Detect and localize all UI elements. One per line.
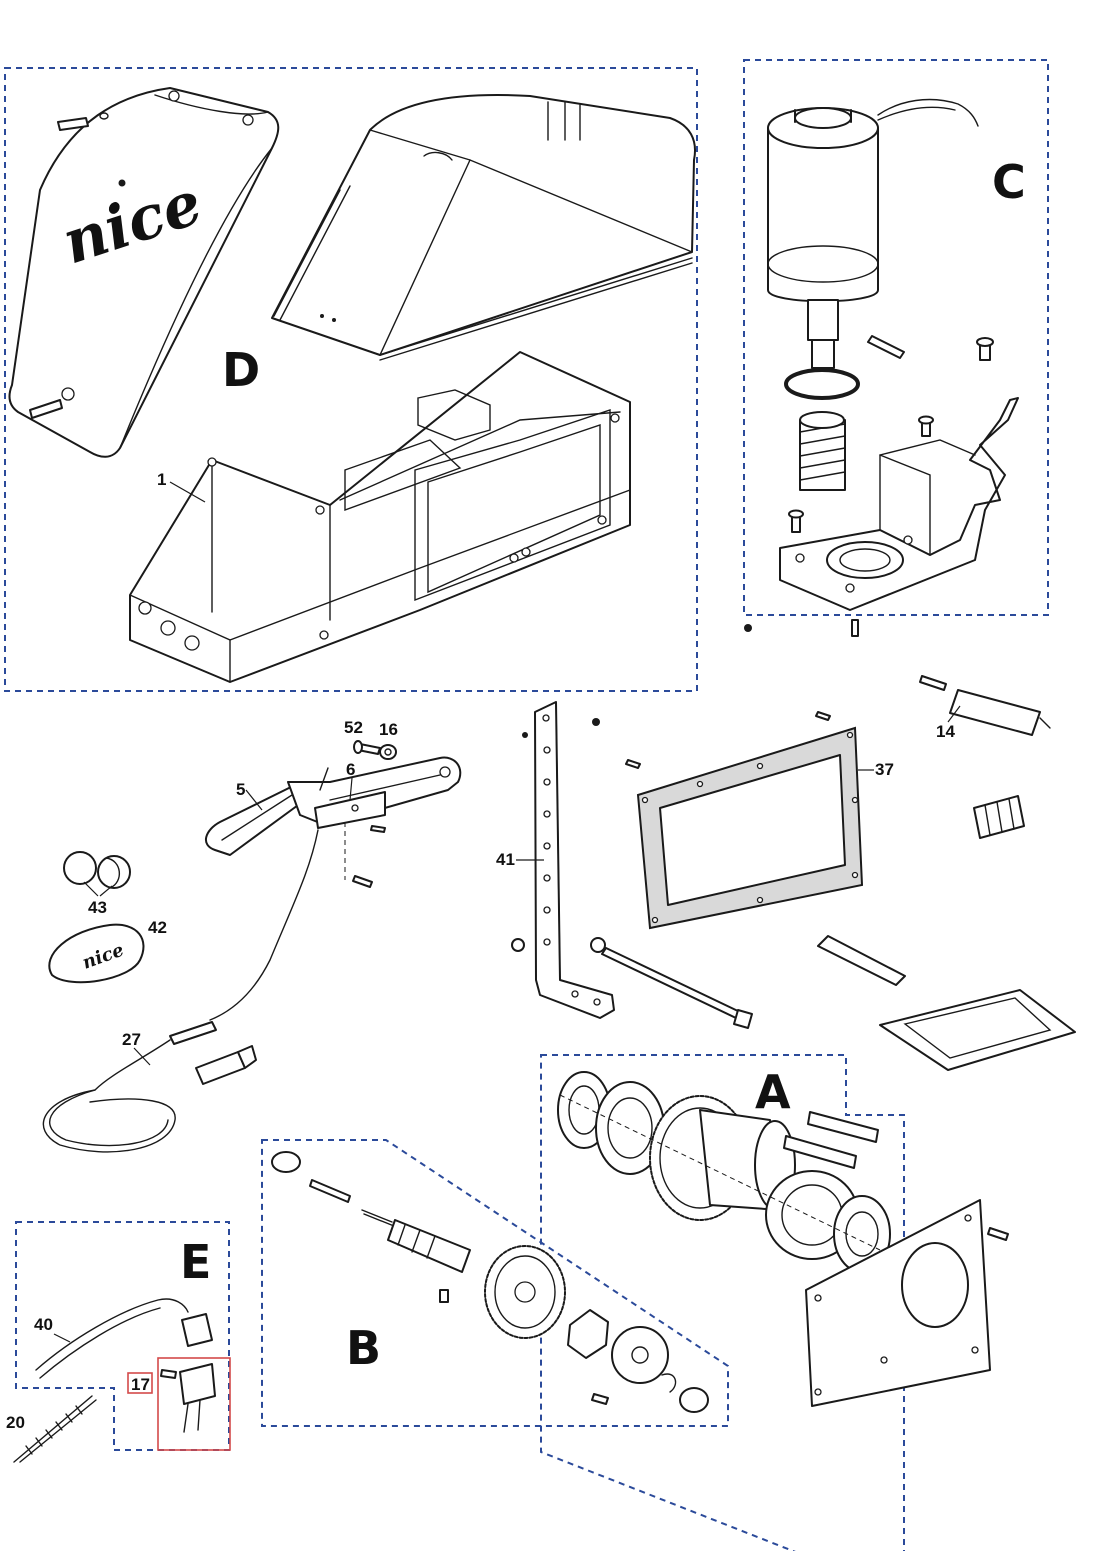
part-number-16: 16: [379, 720, 398, 739]
group-letter-a: A: [755, 1065, 791, 1119]
key-tag-42-part: nice: [48, 923, 145, 984]
base-housing-part: [129, 351, 631, 683]
l-bracket-41-part: [534, 701, 615, 1019]
screw-c1: [976, 337, 994, 361]
terminal-block-part: [973, 795, 1025, 839]
leader-5: [245, 789, 263, 811]
screw-loose-1: [851, 619, 859, 637]
side-cover-part: nice: [8, 87, 280, 458]
top-housing-part: [271, 94, 696, 361]
part-number-27: 27: [122, 1030, 141, 1049]
group-letter-e: E: [180, 1235, 211, 1289]
group-d-outline: [4, 67, 698, 692]
part-number-20: 20: [6, 1413, 25, 1432]
leader-14: [947, 705, 961, 723]
screw-gasket-top: [815, 711, 831, 721]
group-letter-d: D: [222, 343, 260, 397]
screw-bolt-top: [625, 759, 641, 769]
group-letter-c: C: [992, 155, 1026, 209]
long-bolt-part: [590, 937, 753, 1029]
group-letter-b: B: [346, 1321, 381, 1375]
part-number-43: 43: [88, 898, 107, 917]
screw-c3: [788, 509, 804, 533]
screw-lever-1: [370, 825, 386, 833]
gear-assembly-a-part: [557, 1071, 891, 1273]
leader-6: [349, 777, 353, 801]
gasket-37-part: [636, 726, 864, 930]
part-number-17: 17: [131, 1375, 150, 1394]
group-b-outline: [261, 1139, 729, 1427]
screw-lever-2: [352, 875, 373, 888]
frame-gasket-part: [879, 989, 1076, 1071]
nut-part: [744, 624, 752, 632]
release-cable-part: [42, 829, 319, 1153]
part-number-6: 6: [346, 760, 355, 779]
part-number-5: 5: [236, 780, 245, 799]
group-e-outline: [15, 1221, 230, 1451]
screw-c2: [918, 415, 934, 437]
part-number-42: 42: [148, 918, 167, 937]
caps-43-part: [63, 851, 131, 889]
bushing-16: [379, 744, 397, 760]
part-number-40: 40: [34, 1315, 53, 1334]
screw-plate: [987, 1227, 1009, 1241]
motor-part: [767, 98, 979, 369]
worm-screw-part: [799, 411, 846, 491]
leader-43: [83, 881, 113, 897]
part-number-14: 14: [936, 722, 955, 741]
leader-1: [169, 481, 206, 503]
cable-40-part: [35, 1298, 213, 1379]
capacitor-14-part: [919, 675, 1051, 736]
part-number-37: 37: [875, 760, 894, 779]
release-lever-part: [205, 756, 462, 856]
label-17-box: [127, 1372, 153, 1394]
leader-27: [133, 1047, 151, 1066]
mounting-plate-part: [805, 1199, 991, 1407]
leader-40: [53, 1333, 71, 1343]
microswitch-17-part: [160, 1363, 216, 1433]
motor-bracket-part: [779, 397, 1019, 611]
pin-part: [867, 335, 905, 359]
part-number-41: 41: [496, 850, 515, 869]
spring-20-part: [13, 1395, 97, 1463]
flat-strip-part: [817, 935, 906, 986]
washer-41: [511, 938, 525, 952]
microswitch-highlight-box: [157, 1357, 231, 1451]
nut-41-top: [522, 732, 528, 738]
o-ring-part: [784, 368, 860, 400]
screw-52: [353, 740, 381, 755]
nut-bolt-top: [592, 718, 600, 726]
shaft-assembly-b-part: [271, 1151, 709, 1413]
part-number-1: 1: [157, 470, 166, 489]
part-number-52: 52: [344, 718, 363, 737]
